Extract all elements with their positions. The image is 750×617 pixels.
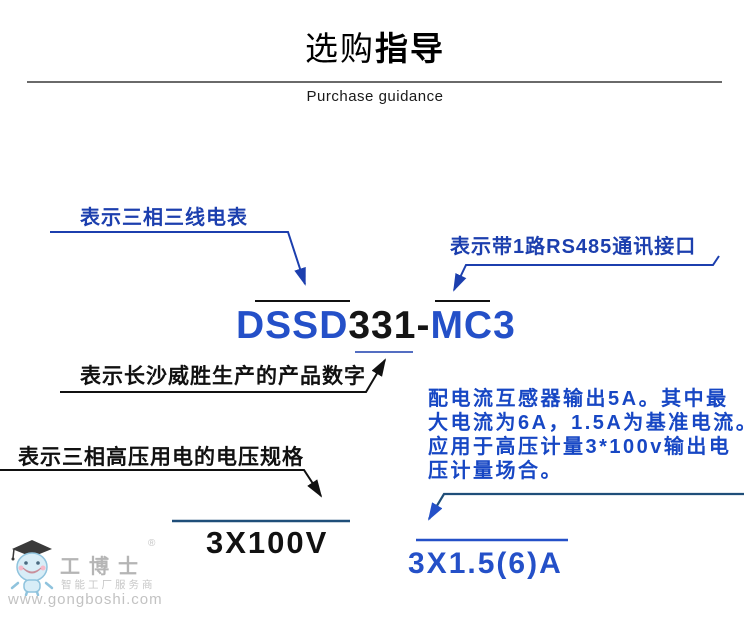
- page-title: 选购指导: [0, 22, 750, 70]
- note-line: 压计量场合。: [428, 460, 563, 482]
- model-hyphen: -: [416, 304, 431, 347]
- label-manufacturer-digits: 表示长沙威胜生产的产品数字: [80, 365, 366, 388]
- voltage-spec-value: 3X100V: [206, 525, 329, 560]
- note-line: 大电流为6A，1.5A为基准电流。: [428, 412, 750, 434]
- voltage-pointer-arrow: [0, 469, 323, 498]
- model-digits: 331: [348, 304, 417, 347]
- registered-trademark-icon: ®: [148, 538, 156, 549]
- page-title-regular-part: 选购: [305, 30, 375, 67]
- watermark-url: www.gongboshi.com: [8, 591, 163, 608]
- watermark-brand: 工博士: [60, 556, 147, 578]
- label-three-phase-meter: 表示三相三线电表: [80, 207, 248, 229]
- gongboshi-robot-mascot-icon: [10, 540, 54, 596]
- page-subtitle: Purchase guidance: [306, 88, 444, 105]
- current-transformer-note: 配电流互感器输出5A。其中最 大电流为6A，1.5A为基准电流。 应用于高压计量…: [428, 387, 750, 483]
- note-line: 应用于高压计量3*100v输出电: [428, 436, 732, 458]
- model-number: DSSD331-MC3: [236, 304, 516, 348]
- rs485-pointer-arrow: [453, 255, 720, 292]
- note-line: 配电流互感器输出5A。其中最: [428, 388, 729, 410]
- model-prefix: DSSD: [236, 304, 349, 347]
- label-voltage-spec: 表示三相高压用电的电压规格: [18, 446, 304, 469]
- current-pointer-arrow: [427, 492, 744, 521]
- page-title-bold-part: 指导: [375, 30, 445, 67]
- label-rs485-interface: 表示带1路RS485通讯接口: [450, 236, 697, 258]
- watermark-tagline: 智能工厂服务商: [61, 579, 156, 591]
- current-spec-value: 3X1.5(6)A: [408, 547, 563, 580]
- model-suffix: MC3: [430, 304, 516, 347]
- three-phase-pointer-arrow: [50, 231, 306, 286]
